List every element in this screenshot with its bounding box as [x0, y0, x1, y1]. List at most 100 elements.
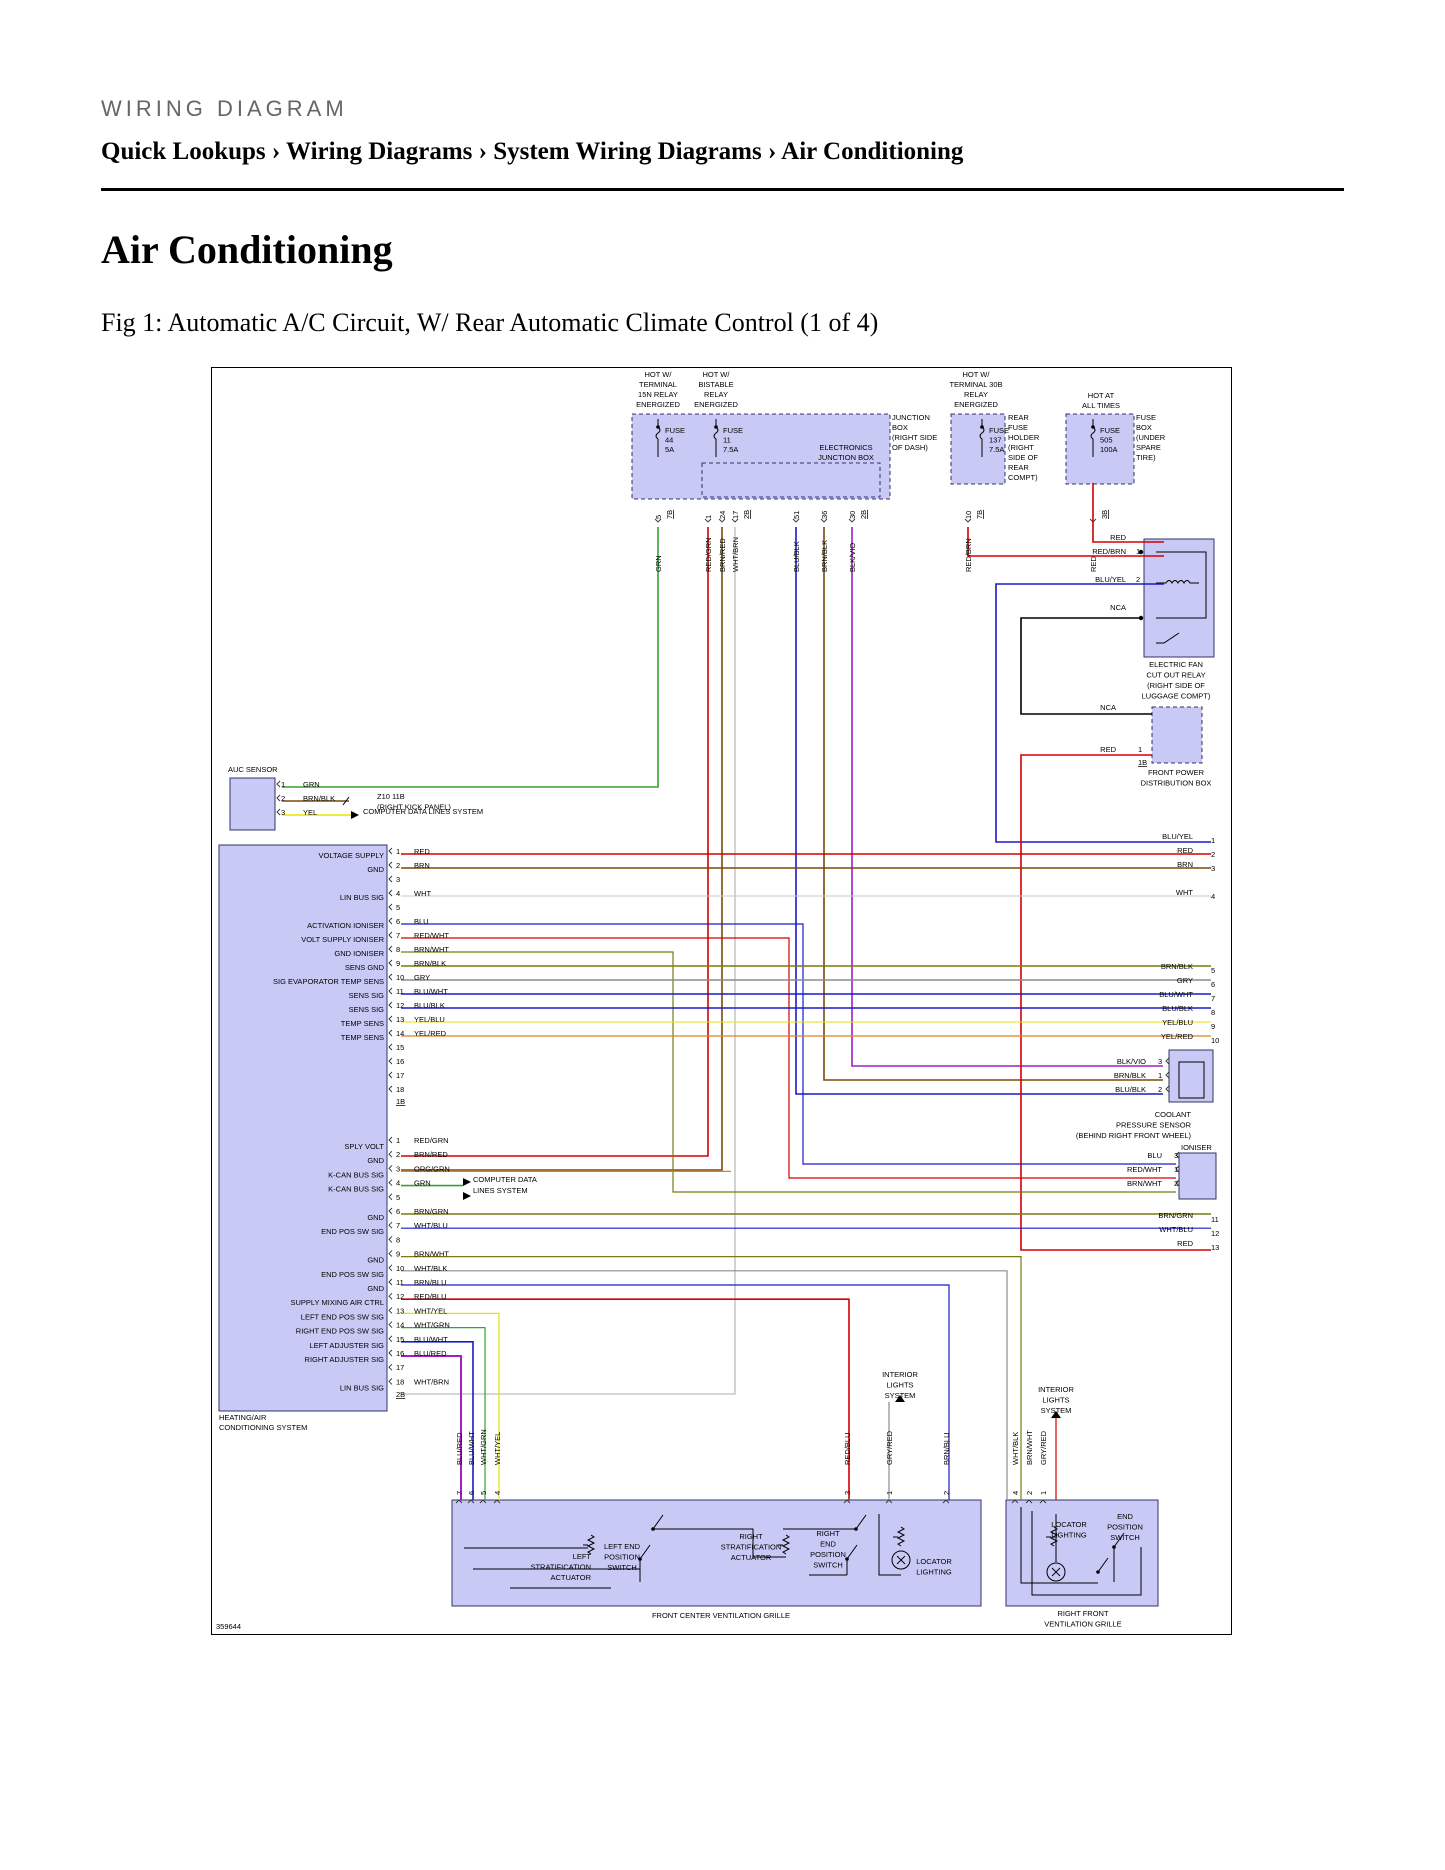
diagram-label: WHT: [414, 889, 431, 898]
diagram-label: WHT/YEL: [414, 1306, 447, 1315]
sensor-element: [1178, 1061, 1205, 1099]
supply-label: ENERGIZED: [954, 400, 998, 409]
diagram-label: SUPPLY MIXING AIR CTRL: [291, 1298, 385, 1307]
diagram-label: 14: [396, 1029, 404, 1038]
diagram-label: LIGHTS: [1042, 1396, 1069, 1405]
diagram-label: BLU/BLK: [414, 1001, 445, 1010]
diagram-label: 9: [396, 959, 400, 968]
diagram-label: SYSTEM: [1041, 1406, 1072, 1415]
fuse-label: FUSE: [1100, 426, 1120, 435]
diagram-label: RED/BRN: [1092, 547, 1126, 556]
connector-symbol: [388, 1015, 393, 1023]
diagram-label: 6: [396, 1207, 400, 1216]
diagram-label: ACTUATOR: [731, 1553, 772, 1562]
diagram-label: LEFT: [573, 1552, 592, 1561]
diagram-label: WHT/BLK: [414, 1264, 447, 1273]
diagram-label: HOLDER: [1008, 433, 1040, 442]
diagram-label: 3: [1158, 1057, 1162, 1066]
diagram-label: LIGHTS: [886, 1381, 913, 1390]
diagram-label: SIG EVAPORATOR TEMP SENS: [273, 977, 384, 986]
pin-number: 5: [479, 1491, 488, 1495]
diagram-label: FRONT POWER: [1148, 768, 1205, 777]
connector-symbol: [388, 1150, 393, 1158]
diagram-label: 13: [396, 1015, 404, 1024]
diagram-label: GRY: [414, 973, 430, 982]
diagram-label: RIGHT: [739, 1532, 763, 1541]
fuse-label: 11: [723, 436, 731, 445]
wire-b13: [401, 1312, 500, 1500]
wire-color-label: BRN/WHT: [1025, 1430, 1034, 1465]
fuse-label: 137: [989, 436, 1002, 445]
diagram-label: JUNCTION: [892, 413, 930, 422]
diagram-label: GND IONISER: [334, 949, 384, 958]
wire-color-label: RED/GRN: [704, 537, 713, 572]
diagram-label: 7: [1211, 994, 1215, 1003]
diagram-label: VOLTAGE SUPPLY: [319, 851, 384, 860]
diagram-label: 3: [1174, 1151, 1178, 1160]
diagram-label: K-CAN BUS SIG: [328, 1185, 384, 1194]
diagram-label: FUSE: [1008, 423, 1028, 432]
page-title: Air Conditioning: [101, 227, 393, 272]
wire-b16: [401, 1355, 462, 1500]
diagram-label: YEL/RED: [1161, 1032, 1194, 1041]
diagram-label: 9: [396, 1250, 400, 1259]
diagram-label: 11: [396, 987, 404, 996]
switch-icon: [1113, 1532, 1125, 1548]
diagram-label: RED/BLU: [414, 1292, 447, 1301]
wire-red-fp: [1020, 754, 1211, 1251]
connector-symbol: [848, 518, 856, 523]
fuse-box-spare-tire: [1065, 413, 1135, 485]
figure-caption: Fig 1: Automatic A/C Circuit, W/ Rear Au…: [101, 308, 879, 337]
diagram-label: BLU: [414, 917, 429, 926]
diagram-label: 4: [1211, 892, 1215, 901]
arrow-icon: [463, 1192, 471, 1200]
diagram-label: REAR: [1008, 463, 1029, 472]
connector-symbol: [704, 518, 712, 523]
diagram-label: BOX: [1136, 423, 1152, 432]
diagram-label: RIGHT END POS SW SIG: [296, 1327, 384, 1336]
connector-symbol: [388, 903, 393, 911]
diagram-label: LEFT END POS SW SIG: [301, 1312, 384, 1321]
ground-icon: [342, 796, 350, 806]
diagram-label: VOLT SUPPLY IONISER: [301, 935, 384, 944]
diagram-label: (BEHIND RIGHT FRONT WHEEL): [1076, 1131, 1192, 1140]
fuse-label: FUSE: [989, 426, 1009, 435]
header-divider: [101, 188, 1344, 191]
diagram-label: LEFT ADJUSTER SIG: [310, 1341, 385, 1350]
lamp-cross: [1051, 1567, 1061, 1577]
diagram-label: 1B: [1138, 758, 1147, 767]
diagram-label: WHT/BLU: [414, 1221, 448, 1230]
diagram-label: 5: [396, 1193, 400, 1202]
relay-internal: [1156, 551, 1207, 619]
wire-color-label: WHT/BLK: [1011, 1432, 1020, 1465]
diagram-label: GND: [367, 1256, 384, 1265]
diagram-label: BRN/WHT: [414, 1250, 449, 1259]
diagram-label: TIRE): [1136, 453, 1156, 462]
diagram-label: 8: [396, 945, 400, 954]
diagram-label: GRN: [414, 1179, 431, 1188]
diagram-label: 13: [1211, 1243, 1219, 1252]
pin-number: 10: [964, 511, 973, 519]
diagram-label: END: [820, 1540, 836, 1549]
diagram-label: ACTUATOR: [550, 1573, 591, 1582]
switch-icon: [855, 1514, 867, 1530]
diagram-label: END POS SW SIG: [321, 1270, 384, 1279]
diagram-label: (RIGHT SIDE OF: [1147, 681, 1205, 690]
wire-red-grn: [401, 527, 709, 1157]
pin-number: 1: [1039, 1491, 1048, 1495]
wire-color-label: RED: [1089, 556, 1098, 572]
breadcrumb[interactable]: Quick Lookups › Wiring Diagrams › System…: [101, 138, 964, 165]
connector-symbol: [388, 1057, 393, 1065]
diagram-label: DISTRIBUTION BOX: [1141, 779, 1212, 788]
diagram-label: 1B: [396, 1097, 405, 1106]
connector-symbol: [388, 1043, 393, 1051]
switch-icon: [639, 1544, 651, 1560]
fuse-label: 7.5A: [723, 445, 738, 454]
connector-symbol: [276, 794, 281, 802]
right-front-ventilation-grille: [1005, 1499, 1159, 1607]
connector-symbol: [388, 931, 393, 939]
diagram-label: REAR: [1008, 413, 1029, 422]
connector-symbol: [388, 1236, 393, 1243]
diagram-label: 2: [1211, 850, 1215, 859]
diagram-label: 5: [1211, 966, 1215, 975]
